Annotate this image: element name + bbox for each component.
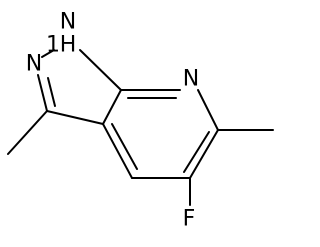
bond-c4-c3a xyxy=(102,123,133,179)
bond-c7a-n1 xyxy=(79,49,122,91)
bond-n7-c6 xyxy=(197,89,219,131)
atom-n2-label: N xyxy=(26,52,42,77)
atom-n1-h-label: H xyxy=(60,33,77,58)
atom-n7-label: N xyxy=(183,67,199,92)
bond-c3-methyl xyxy=(7,110,48,155)
atom-n1-locant-label: 1 xyxy=(46,33,60,58)
bond-c4-c3a-inner xyxy=(111,123,138,170)
bond-n1-n2 xyxy=(41,49,55,58)
bond-c3a-c7a xyxy=(102,89,122,125)
atom-f-label: F xyxy=(183,207,196,232)
bond-c6-c5-inner xyxy=(183,131,210,173)
structure-canvas: N H 1 N N F xyxy=(7,10,274,232)
bond-n2-c3-inner xyxy=(47,77,56,107)
bond-c3-c3a xyxy=(46,110,104,125)
atom-n1-label: N xyxy=(60,10,76,35)
bond-c6-c5 xyxy=(189,129,219,179)
bond-n2-c3 xyxy=(37,74,48,112)
molecule-drawing: N H 1 N N F xyxy=(7,10,274,232)
